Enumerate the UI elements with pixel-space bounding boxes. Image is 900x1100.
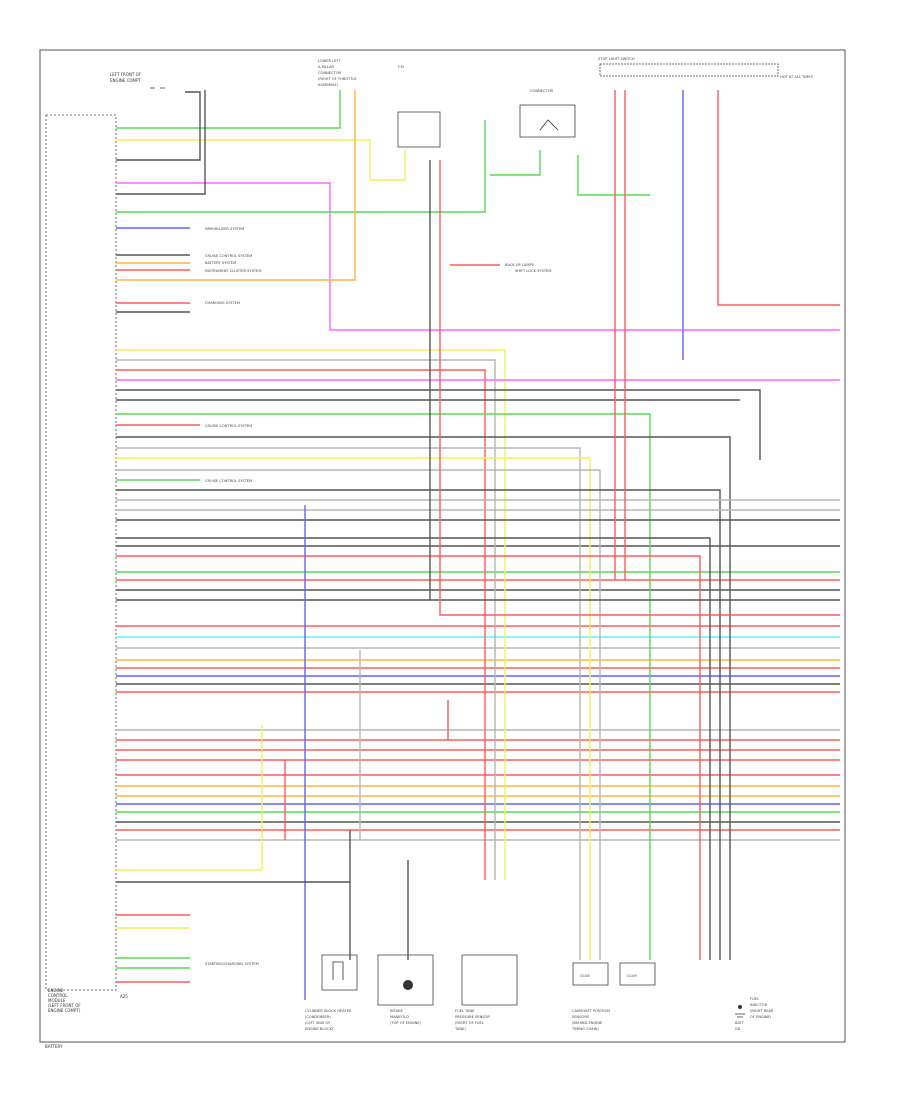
wire: [116, 447, 581, 960]
top-labels: LOWER LEFT A-PILLAR CONNECTOR (RIGHT OF THR…: [318, 57, 814, 93]
system-ref: CRUISE CONTROL SYSTEM: [205, 424, 252, 428]
bottom-label: G108: [580, 974, 590, 978]
svg-text:ENGINE COMPT: ENGINE COMPT: [110, 78, 141, 83]
top-label: F.M: [398, 65, 404, 69]
wires: [116, 90, 840, 1000]
ecm-label-line: (LEFT FRONT OF: [48, 1003, 81, 1008]
bottom-label: CAMSHAFT POSITION: [572, 1009, 610, 1013]
bottom-label: MANIFOLD: [390, 1015, 409, 1019]
wire: [116, 359, 496, 880]
wire: [116, 90, 356, 281]
bottom-label: SENSORS: [572, 1015, 590, 1019]
wire: [116, 436, 731, 960]
camshaft-sensor-2: [619, 962, 656, 986]
wire: [116, 489, 721, 960]
left-lamp-connector: LEFT FRONT OF ENGINE COMPT: [110, 72, 165, 89]
bottom-label: (LEFT SIDE OF: [305, 1021, 330, 1025]
bottom-label: (RIGHT OF FUEL: [455, 1021, 484, 1025]
system-ref: IMMOBILIZER SYSTEM: [205, 227, 244, 231]
top-label: LOWER LEFT: [318, 59, 341, 63]
bottom-label: CYLINDER BLOCK HEATER: [305, 1009, 352, 1013]
footer-label: BATTERY: [45, 1044, 63, 1049]
system-ref: STARTING/CHARGING SYSTEM: [205, 962, 259, 966]
camshaft-sensor-1: [572, 962, 609, 986]
fuel-tank-pressure-sensor: [461, 954, 518, 1006]
wire: [116, 389, 761, 460]
bottom-label: ENGINE BLOCK): [305, 1027, 334, 1031]
top-label: ASSEMBLY): [318, 83, 339, 87]
system-references: IMMOBILIZER SYSTEM CRUISE CONTROL SYSTEM B…: [205, 227, 551, 966]
system-ref: SHIFT LOCK SYSTEM: [515, 269, 551, 273]
bottom-label: BATT: [735, 1021, 745, 1025]
bottom-label: (TOP OF ENGINE): [390, 1021, 422, 1025]
bottom-label: PRESSURE SENSOR: [455, 1015, 490, 1019]
wire: [116, 469, 601, 960]
system-ref: CHARGING SYSTEM: [205, 301, 240, 305]
wire: [116, 457, 591, 960]
wire: [116, 120, 486, 213]
bottom-label: (BEHIND ENGINE: [572, 1021, 603, 1025]
ecm-label-line: ENGINE: [48, 988, 64, 993]
ecm-module: [45, 114, 117, 991]
system-ref: BACK UP LAMPS: [505, 263, 535, 267]
wire: [116, 413, 651, 960]
top-label: CONNECTOR: [318, 71, 342, 75]
bottom-label: INTAKE: [390, 1009, 403, 1013]
bottom-label: FUEL TANK: [455, 1009, 475, 1013]
svg-text:LEFT FRONT OF: LEFT FRONT OF: [110, 72, 142, 77]
bottom-label: TIMING CHAIN): [571, 1027, 599, 1031]
wire: [116, 349, 506, 880]
top-label: CONNECTOR: [530, 89, 554, 93]
top-label: A-PILLAR: [318, 65, 334, 69]
wire: [116, 139, 406, 181]
cylinder-block-heater: [321, 954, 358, 991]
bottom-label: INJECTOR: [750, 1003, 768, 1007]
bottom-components: [321, 954, 745, 1018]
wire: [116, 91, 201, 161]
wire: [116, 90, 341, 129]
top-label: (RIGHT OF THROTTLE: [318, 77, 357, 81]
bottom-label: G109: [627, 974, 637, 978]
bottom-label: (RIGHT REAR: [750, 1009, 774, 1013]
ecm-label-line: CONTROL: [48, 993, 68, 998]
bottom-labels: CYLINDER BLOCK HEATER (CONDENSER) (LEFT SI…: [305, 974, 774, 1031]
bottom-label: G8: [735, 1027, 741, 1031]
system-ref: BATTERY SYSTEM: [205, 261, 236, 265]
bottom-label: FUEL: [750, 997, 759, 1001]
wire: [116, 182, 840, 331]
intake-manifold-sensor: [377, 954, 434, 1006]
top-label: STOP LIGHT SWITCH: [598, 57, 635, 61]
top-label: HOT AT ALL TIMES: [780, 75, 814, 79]
system-ref: CRUISE CONTROL SYSTEM: [205, 254, 252, 258]
wire: [717, 90, 840, 306]
ecm-label-line: MODULE: [48, 998, 66, 1003]
wire: [116, 369, 486, 880]
wire: [490, 150, 541, 176]
system-ref: CRUISE CONTROL SYSTEM: [205, 479, 252, 483]
wire: [116, 555, 701, 960]
wire: [116, 90, 206, 195]
ecm-code: A25: [120, 994, 128, 999]
top-connectors: [397, 63, 779, 148]
wire: [577, 155, 650, 196]
diagram-frame: [39, 49, 846, 1043]
ecm-label-line: ENGINE COMPT): [48, 1008, 81, 1013]
bottom-label: (CONDENSER): [305, 1015, 331, 1019]
bottom-label: OF ENGINE): [750, 1015, 772, 1019]
system-ref: INSTRUMENT CLUSTER SYSTEM: [205, 269, 261, 273]
wire: [116, 537, 711, 960]
wire: [439, 160, 840, 616]
bottom-label: TANK): [454, 1027, 466, 1031]
